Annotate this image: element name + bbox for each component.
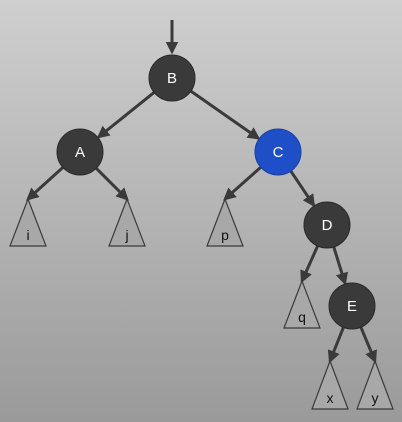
nodes-layer: B A C D E [56, 54, 376, 330]
edge-D-E [332, 246, 348, 286]
subtree-p: p [206, 197, 244, 247]
edge-A-j [95, 167, 129, 201]
subtree-label: i [26, 227, 29, 243]
edge-C-D [289, 170, 316, 208]
edge-C-p [223, 166, 262, 201]
subtree-y: y [356, 359, 394, 410]
subtree-i: i [9, 197, 47, 247]
edges-layer [26, 89, 377, 364]
subtrees-layer: i j p q x y [9, 197, 394, 410]
node-circle [56, 128, 104, 176]
node-circle [303, 201, 351, 249]
tree-node-B: B [148, 54, 196, 102]
subtree-triangle [108, 197, 146, 247]
node-label: D [322, 217, 333, 234]
edge-E-x [327, 326, 345, 364]
subtree-triangle [206, 197, 244, 247]
subtree-triangle [356, 359, 394, 410]
node-label: A [75, 144, 85, 161]
highlighted-node-circle [254, 128, 302, 176]
node-label: C [273, 144, 284, 161]
tree-node-D: D [303, 201, 351, 249]
subtree-triangle [283, 279, 321, 329]
subtree-label: y [372, 390, 379, 406]
edge-E-y [359, 326, 377, 364]
node-label: E [347, 298, 357, 315]
node-circle [148, 54, 196, 102]
edge-D-q [300, 245, 319, 284]
node-circle [328, 282, 376, 330]
edge-B-C [190, 89, 261, 140]
tree-node-E: E [328, 282, 376, 330]
edge-A-i [26, 166, 64, 201]
subtree-label: q [298, 309, 306, 325]
node-label: B [167, 70, 177, 87]
edge-B-A [96, 91, 156, 139]
subtree-x: x [311, 359, 349, 410]
tree-node-C: C [254, 128, 302, 176]
tree-node-A: A [56, 128, 104, 176]
subtree-label: j [124, 227, 128, 243]
subtree-triangle [311, 359, 349, 410]
subtree-q: q [283, 279, 321, 329]
subtree-label: x [327, 390, 334, 406]
subtree-label: p [221, 227, 229, 243]
subtree-j: j [108, 197, 146, 247]
subtree-triangle [9, 197, 47, 247]
